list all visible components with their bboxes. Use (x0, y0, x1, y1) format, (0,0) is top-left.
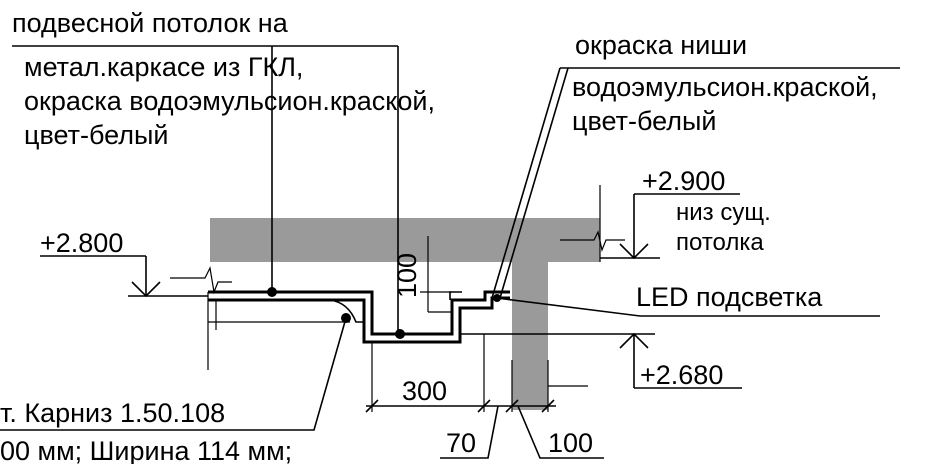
slab-break-line (170, 266, 232, 295)
level-2680-label: +2.680 (640, 360, 723, 390)
ceiling-note-line-2: метал.каркасе из ГКЛ, (24, 52, 303, 82)
level-2900-note-1: низ сущ. (676, 199, 771, 226)
gkl-ceiling-upper (208, 290, 510, 336)
niche-leader-diag-2 (499, 67, 569, 299)
cornice-note-line-1: т. Карниз 1.50.108 (0, 398, 225, 428)
led-leader (496, 297, 880, 317)
dim-70-leader (440, 405, 499, 459)
dim-70-label: 70 (446, 428, 476, 458)
niche-note-line-3: цвет-белый (572, 106, 717, 136)
dim-300-label: 300 (402, 376, 447, 406)
dim-100-label: 100 (548, 428, 593, 458)
level-2900-arrow (619, 194, 649, 260)
dim-100-leader (517, 405, 604, 459)
concrete-wall (512, 262, 548, 410)
ceiling-dot-2 (395, 329, 405, 339)
level-2900-note-2: потолка (676, 229, 764, 256)
gkl-ceiling-lower (208, 296, 510, 344)
niche-note-line-1: окраска ниши (575, 30, 747, 60)
dim-100-vertical-label: 100 (392, 253, 422, 298)
niche-note-line-2: водоэмульсион.краской, (572, 72, 878, 102)
ceiling-note-line-1: подвесной потолок на (12, 8, 289, 38)
level-2900-label: +2.900 (642, 166, 725, 196)
cornice-note-line-2: 00 мм; Ширина 114 мм; (0, 436, 292, 464)
niche-leader-diag-1 (491, 67, 561, 299)
dim-ticks (365, 399, 555, 413)
led-label: LED подсветка (636, 282, 823, 312)
ceiling-slab (210, 218, 600, 262)
cornice-leader (0, 317, 347, 431)
cornice-profile (329, 299, 364, 323)
ceiling-note-line-3: окраска водоэмульсион.краской, (24, 86, 435, 116)
level-2800-label: +2.800 (40, 228, 123, 258)
level-2800-arrow (131, 256, 161, 298)
ceiling-note-line-4: цвет-белый (24, 120, 169, 150)
level-2680-arrow (619, 332, 649, 388)
